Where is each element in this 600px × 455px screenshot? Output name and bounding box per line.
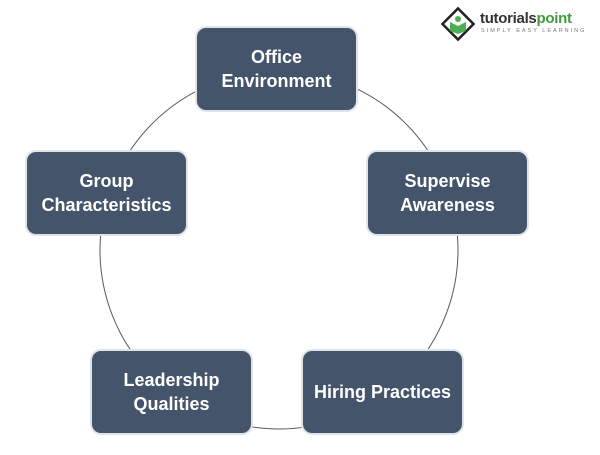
logo-icon (440, 6, 476, 42)
node-group-characteristics: Group Characteristics (25, 150, 188, 236)
node-supervise-awareness: Supervise Awareness (366, 150, 529, 236)
node-leadership-qualities: Leadership Qualities (90, 349, 253, 435)
node-hiring-practices: Hiring Practices (301, 349, 464, 435)
tutorialspoint-logo: tutorialspoint SIMPLY EASY LEARNING (440, 6, 600, 42)
node-office-environment: Office Environment (195, 26, 358, 112)
